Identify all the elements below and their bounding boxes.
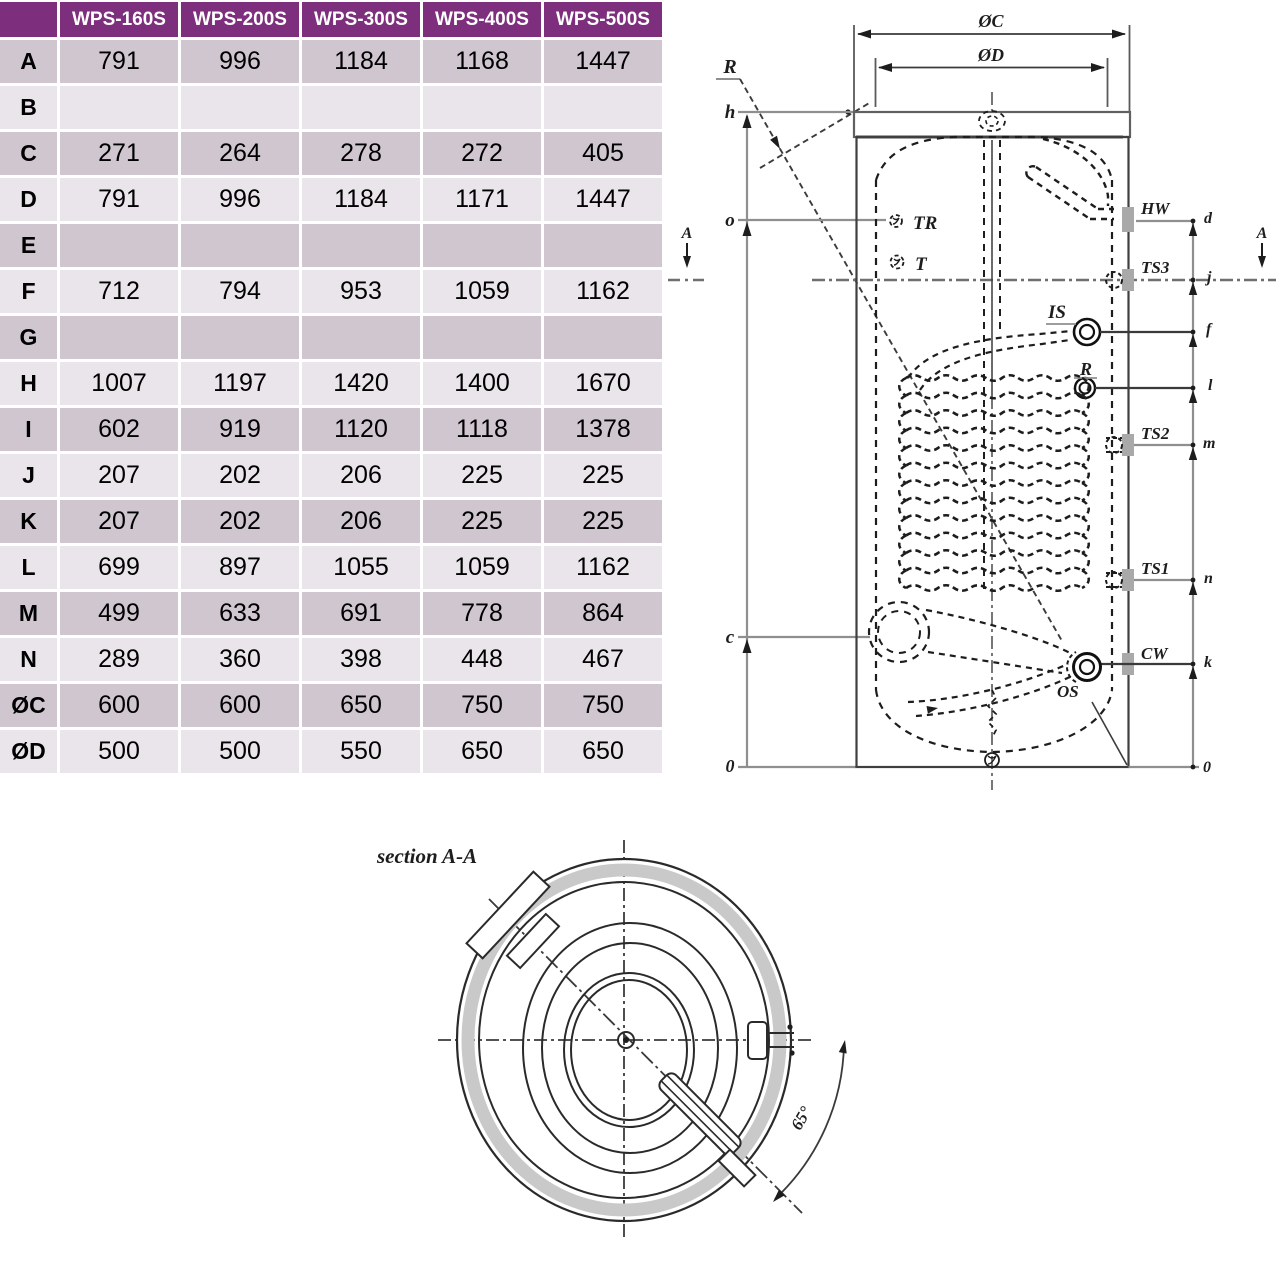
svg-text:h: h — [725, 102, 736, 123]
svg-text:ØD: ØD — [977, 45, 1004, 65]
svg-text:R: R — [1079, 359, 1092, 379]
svg-text:ØC: ØC — [977, 11, 1004, 31]
svg-text:l: l — [1208, 377, 1213, 394]
svg-text:65°: 65° — [787, 1103, 815, 1133]
svg-text:T: T — [915, 254, 928, 275]
svg-text:section A-A: section A-A — [376, 844, 477, 868]
svg-text:TS1: TS1 — [1141, 559, 1169, 578]
svg-text:n: n — [1204, 570, 1213, 587]
svg-text:0: 0 — [1203, 759, 1211, 776]
svg-text:f: f — [1206, 321, 1213, 338]
svg-text:TS2: TS2 — [1141, 424, 1170, 443]
svg-text:CW: CW — [1141, 644, 1169, 663]
svg-text:c: c — [726, 627, 735, 648]
svg-text:A: A — [1256, 225, 1268, 242]
svg-text:TS3: TS3 — [1141, 258, 1170, 277]
svg-text:m: m — [1203, 435, 1215, 452]
svg-text:o: o — [725, 210, 735, 231]
svg-text:k: k — [1204, 654, 1212, 671]
svg-text:OS: OS — [1057, 682, 1079, 701]
svg-text:TR: TR — [913, 213, 937, 234]
svg-text:j: j — [1204, 269, 1212, 286]
svg-text:IS: IS — [1047, 302, 1066, 323]
svg-text:0: 0 — [726, 756, 735, 776]
svg-text:d: d — [1204, 210, 1213, 227]
svg-text:R: R — [722, 56, 736, 78]
svg-text:HW: HW — [1140, 199, 1171, 218]
svg-text:A: A — [681, 225, 693, 242]
